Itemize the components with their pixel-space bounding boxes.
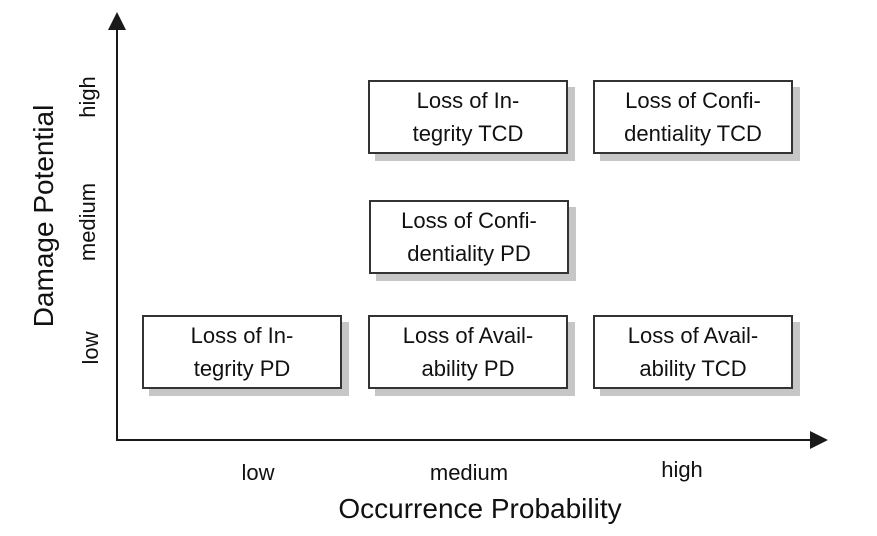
y-axis-title: Damage Potential	[28, 104, 59, 328]
x-axis-line	[116, 439, 818, 441]
node-loss-of-integrity-tcd: Loss of In- tegrity TCD	[368, 80, 568, 154]
node-label-line: tegrity TCD	[412, 121, 524, 146]
node-label-line: tegrity PD	[193, 356, 291, 381]
node-label-line: dentiality TCD	[624, 121, 762, 146]
node-label-line: Loss of Confi-	[625, 88, 761, 113]
node-loss-of-confidentiality-tcd: Loss of Confi- dentiality TCD	[593, 80, 793, 154]
node-label-line: Loss of Avail-	[627, 323, 759, 348]
x-axis-title: Occurrence Probability	[338, 493, 622, 524]
node-label-line: Loss of In-	[190, 323, 294, 348]
y-tick-low: low	[78, 331, 103, 365]
x-tick-medium: medium	[429, 460, 509, 485]
y-axis-line	[116, 16, 118, 441]
node-label-line: dentiality PD	[407, 241, 531, 266]
node-loss-of-confidentiality-pd: Loss of Confi- dentiality PD	[369, 200, 569, 274]
y-tick-medium: medium	[75, 182, 100, 262]
node-label-line: Loss of Confi-	[401, 208, 537, 233]
node-loss-of-integrity-pd: Loss of In- tegrity PD	[142, 315, 342, 389]
x-axis-arrowhead-icon	[810, 431, 828, 449]
node-loss-of-availability-pd: Loss of Avail- ability PD	[368, 315, 568, 389]
node-loss-of-availability-tcd: Loss of Avail- ability TCD	[593, 315, 793, 389]
x-tick-low: low	[241, 460, 275, 485]
node-label-line: ability PD	[421, 356, 515, 381]
node-label-line: Loss of In-	[416, 88, 520, 113]
node-label-line: Loss of Avail-	[402, 323, 534, 348]
node-label-line: ability TCD	[639, 356, 747, 381]
x-tick-high: high	[661, 457, 703, 482]
y-tick-high: high	[75, 76, 100, 118]
y-axis-arrowhead-icon	[108, 12, 126, 30]
